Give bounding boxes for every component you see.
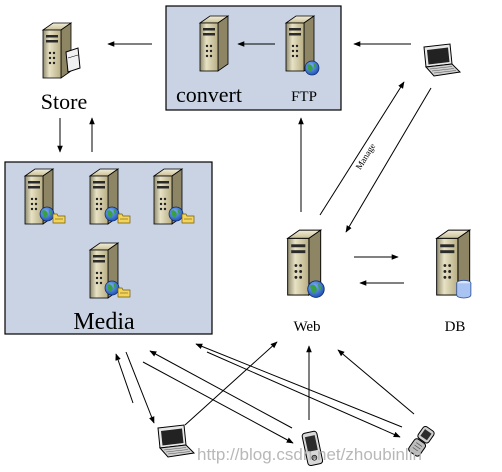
client-laptop-icon	[157, 424, 195, 458]
ftp-server-icon	[285, 15, 320, 76]
store-label: Store	[41, 89, 87, 114]
ftp-label: FTP	[291, 89, 317, 105]
arrow-web-to-laptop	[319, 81, 405, 216]
arrow-phone-to-media	[149, 350, 293, 429]
arrow-media-to-client-laptop	[125, 351, 155, 424]
mobile-phone-icon	[301, 430, 324, 467]
media-label: Media	[73, 309, 135, 335]
arrow-flip-phone-to-web	[337, 349, 415, 415]
store-server-icon	[42, 22, 81, 79]
arrow-media-to-flip-phone	[206, 351, 401, 438]
web-server-icon	[287, 229, 325, 298]
db-label: DB	[445, 319, 466, 335]
watermark-text: http://blog.csdn.net/zhoubinlin	[197, 445, 422, 464]
web-label: Web	[293, 319, 320, 335]
convert-label: convert	[176, 82, 242, 107]
db-server-icon	[436, 229, 472, 299]
admin-laptop-icon	[423, 43, 461, 77]
arrow-client-laptop-to-media	[115, 353, 134, 404]
arrow-client-laptop-to-web	[184, 341, 278, 426]
arrow-laptop-to-web	[345, 87, 432, 233]
arrows	[57, 41, 432, 444]
arrow-flip-phone-to-media	[195, 343, 403, 428]
flip-phone-icon	[408, 425, 435, 457]
convert-server-icon	[199, 15, 229, 72]
arrow-media-to-phone	[142, 361, 294, 444]
